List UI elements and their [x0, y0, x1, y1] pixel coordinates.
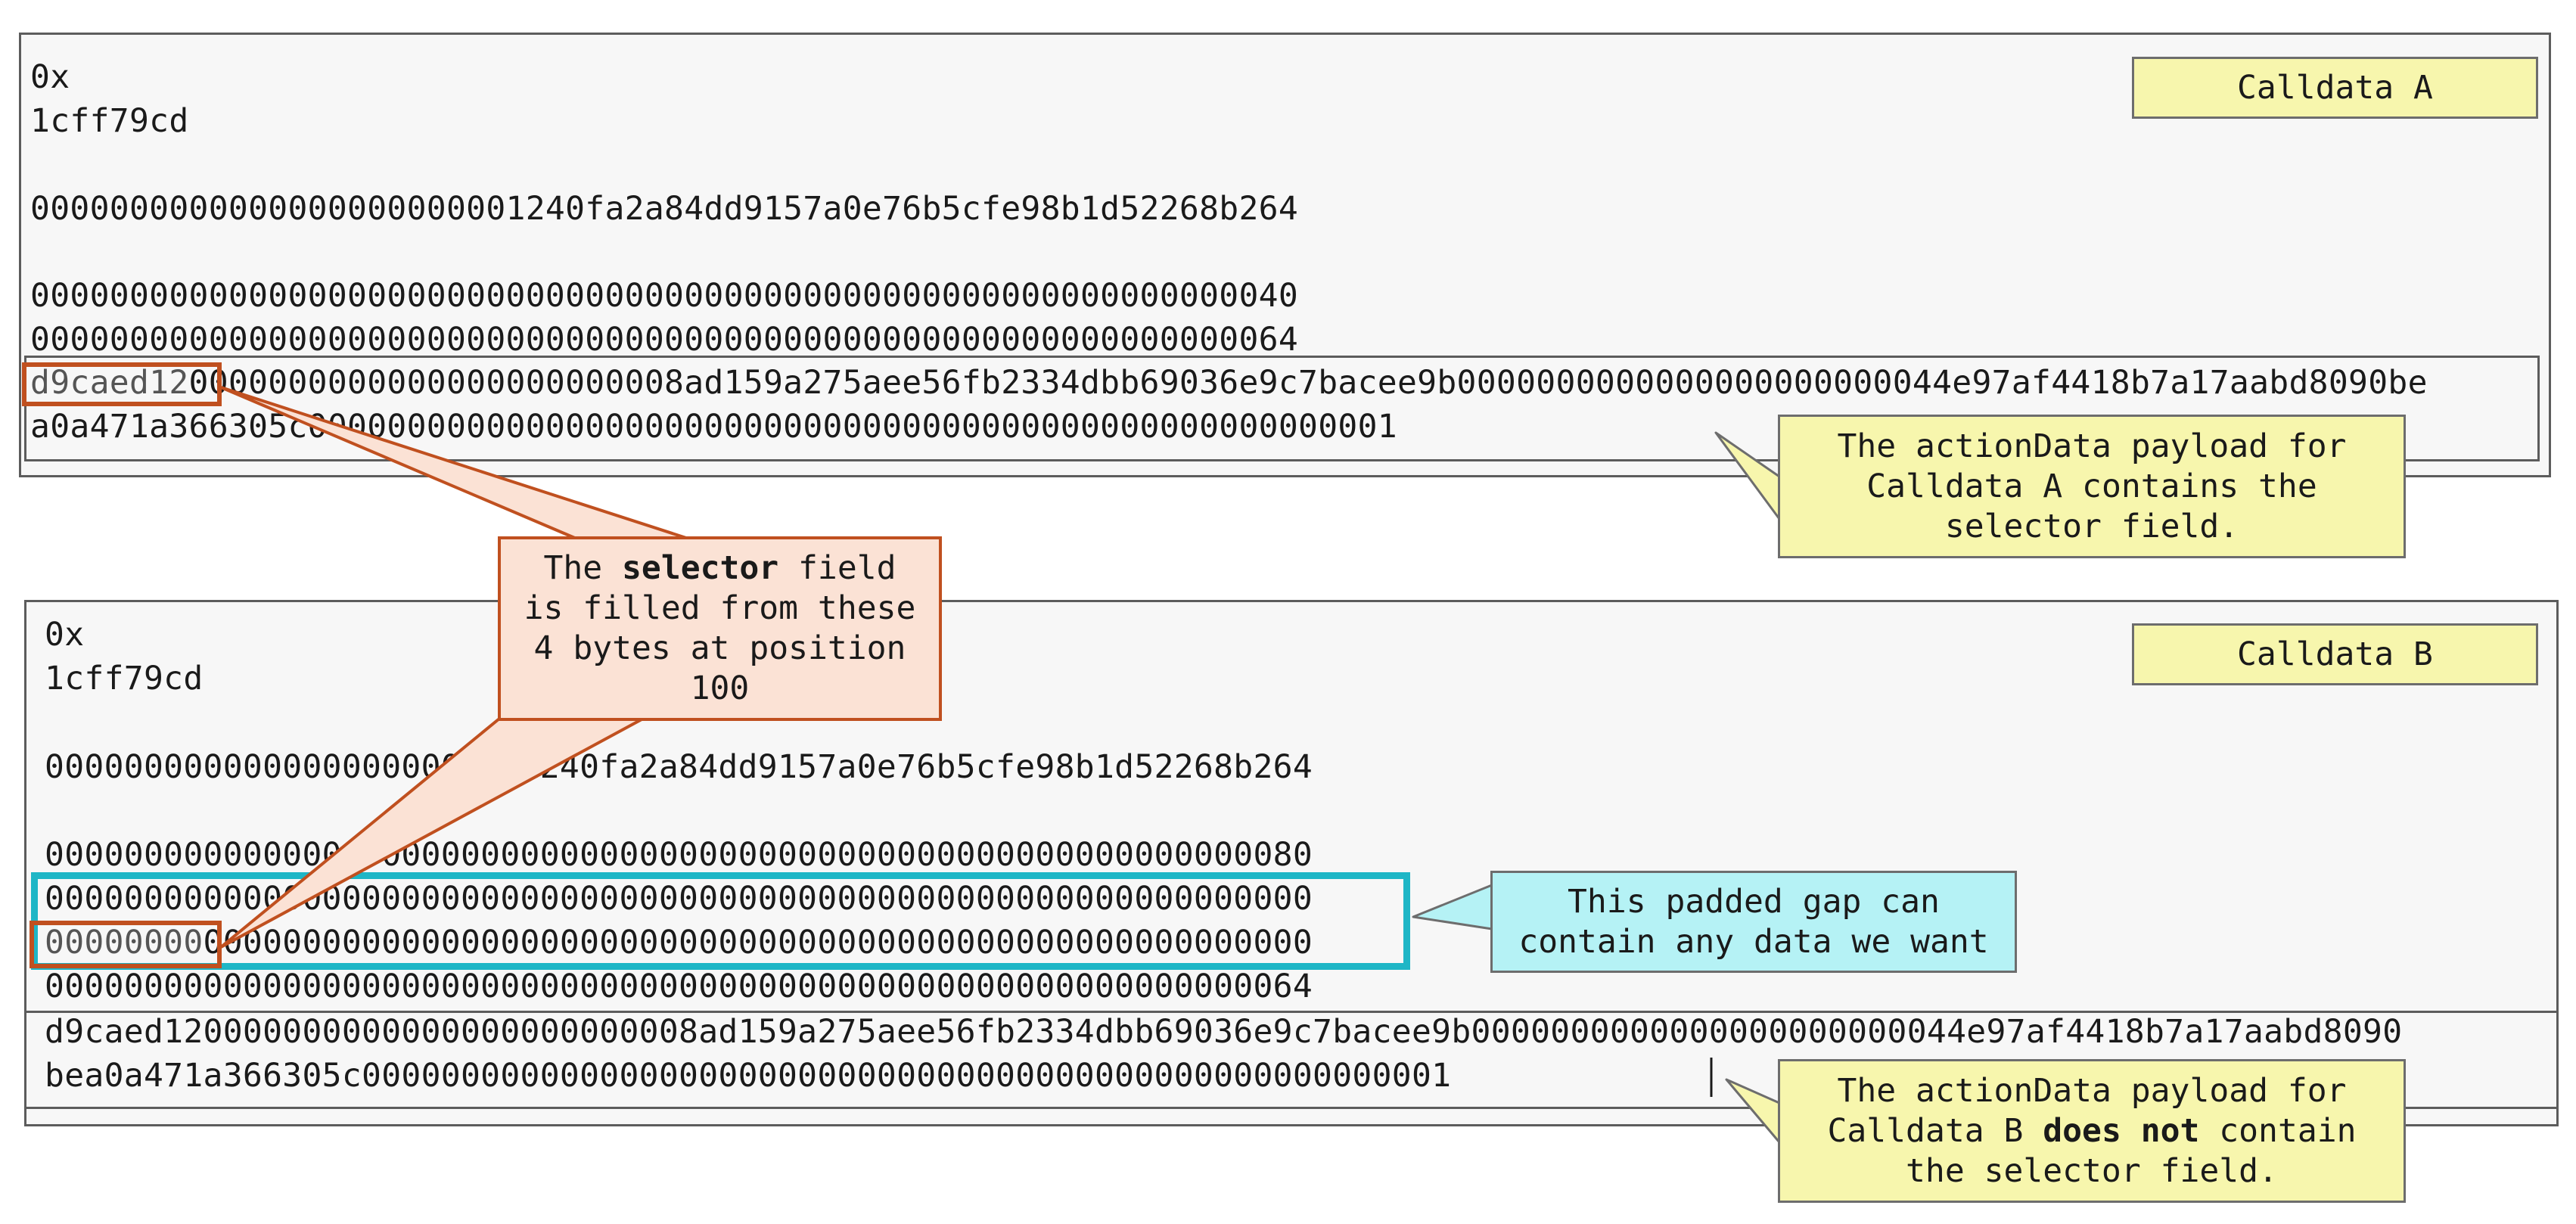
calldata-b-payload-box — [24, 1011, 2559, 1109]
calldata-b-word-3: 0000000000000000000000000000000000000000… — [45, 968, 1313, 1005]
payload-b-callout: The actionData payload for Calldata B do… — [1778, 1059, 2406, 1203]
calldata-a-tag: Calldata A — [2132, 57, 2538, 119]
calldata-a-prefix: 0x — [30, 58, 70, 96]
calldata-b-prefix: 0x — [45, 616, 85, 654]
calldata-a-word-2: 0000000000000000000000000000000000000000… — [30, 277, 1299, 315]
calldata-a-payload-line-2: a0a471a366305c00000000000000000000000000… — [30, 408, 1397, 446]
calldata-a-payload-line-1: d9caed120000000000000000000000008ad159a2… — [30, 361, 2428, 405]
selector-keyword: selector — [622, 549, 779, 587]
payload-a-callout: The actionData payload for Calldata A co… — [1778, 415, 2406, 558]
calldata-a-selector-highlight — [22, 362, 222, 406]
calldata-a-payload-box — [24, 356, 2540, 461]
calldata-b-payload-line-2: bea0a471a366305c000000000000000000000000… — [45, 1057, 1452, 1095]
calldata-b-gap-selector-bytes: 00000000 — [45, 924, 204, 961]
calldata-a-word-3: 0000000000000000000000000000000000000000… — [30, 321, 1299, 359]
calldata-b-tag: Calldata B — [2132, 623, 2538, 685]
does-not-emphasis: does not — [2043, 1111, 2200, 1150]
calldata-b-payload-line-1: d9caed120000000000000000000000008ad159a2… — [45, 1013, 2403, 1051]
calldata-a-payload-line-1-rest: 0000000000000000000000008ad159a275aee56f… — [188, 364, 2428, 402]
calldata-a-function-selector: 1cff79cd — [30, 102, 189, 140]
calldata-a-payload-selector: d9caed12 — [30, 364, 189, 402]
calldata-b-function-selector: 1cff79cd — [45, 660, 204, 697]
calldata-b-word-1: 0000000000000000000000001240fa2a84dd9157… — [45, 748, 1313, 786]
padded-gap-callout: This padded gap can contain any data we … — [1490, 871, 2017, 973]
selector-position-callout: The selector field is filled from these … — [498, 536, 942, 721]
calldata-b-word-2: 0000000000000000000000000000000000000000… — [45, 836, 1313, 874]
calldata-a-word-1: 0000000000000000000000001240fa2a84dd9157… — [30, 190, 1299, 228]
padded-gap-highlight — [31, 872, 1410, 970]
calldata-b-selector-highlight — [30, 921, 222, 968]
calldata-b-gap-word-2: 0000000000000000000000000000000000000000… — [45, 921, 1313, 965]
